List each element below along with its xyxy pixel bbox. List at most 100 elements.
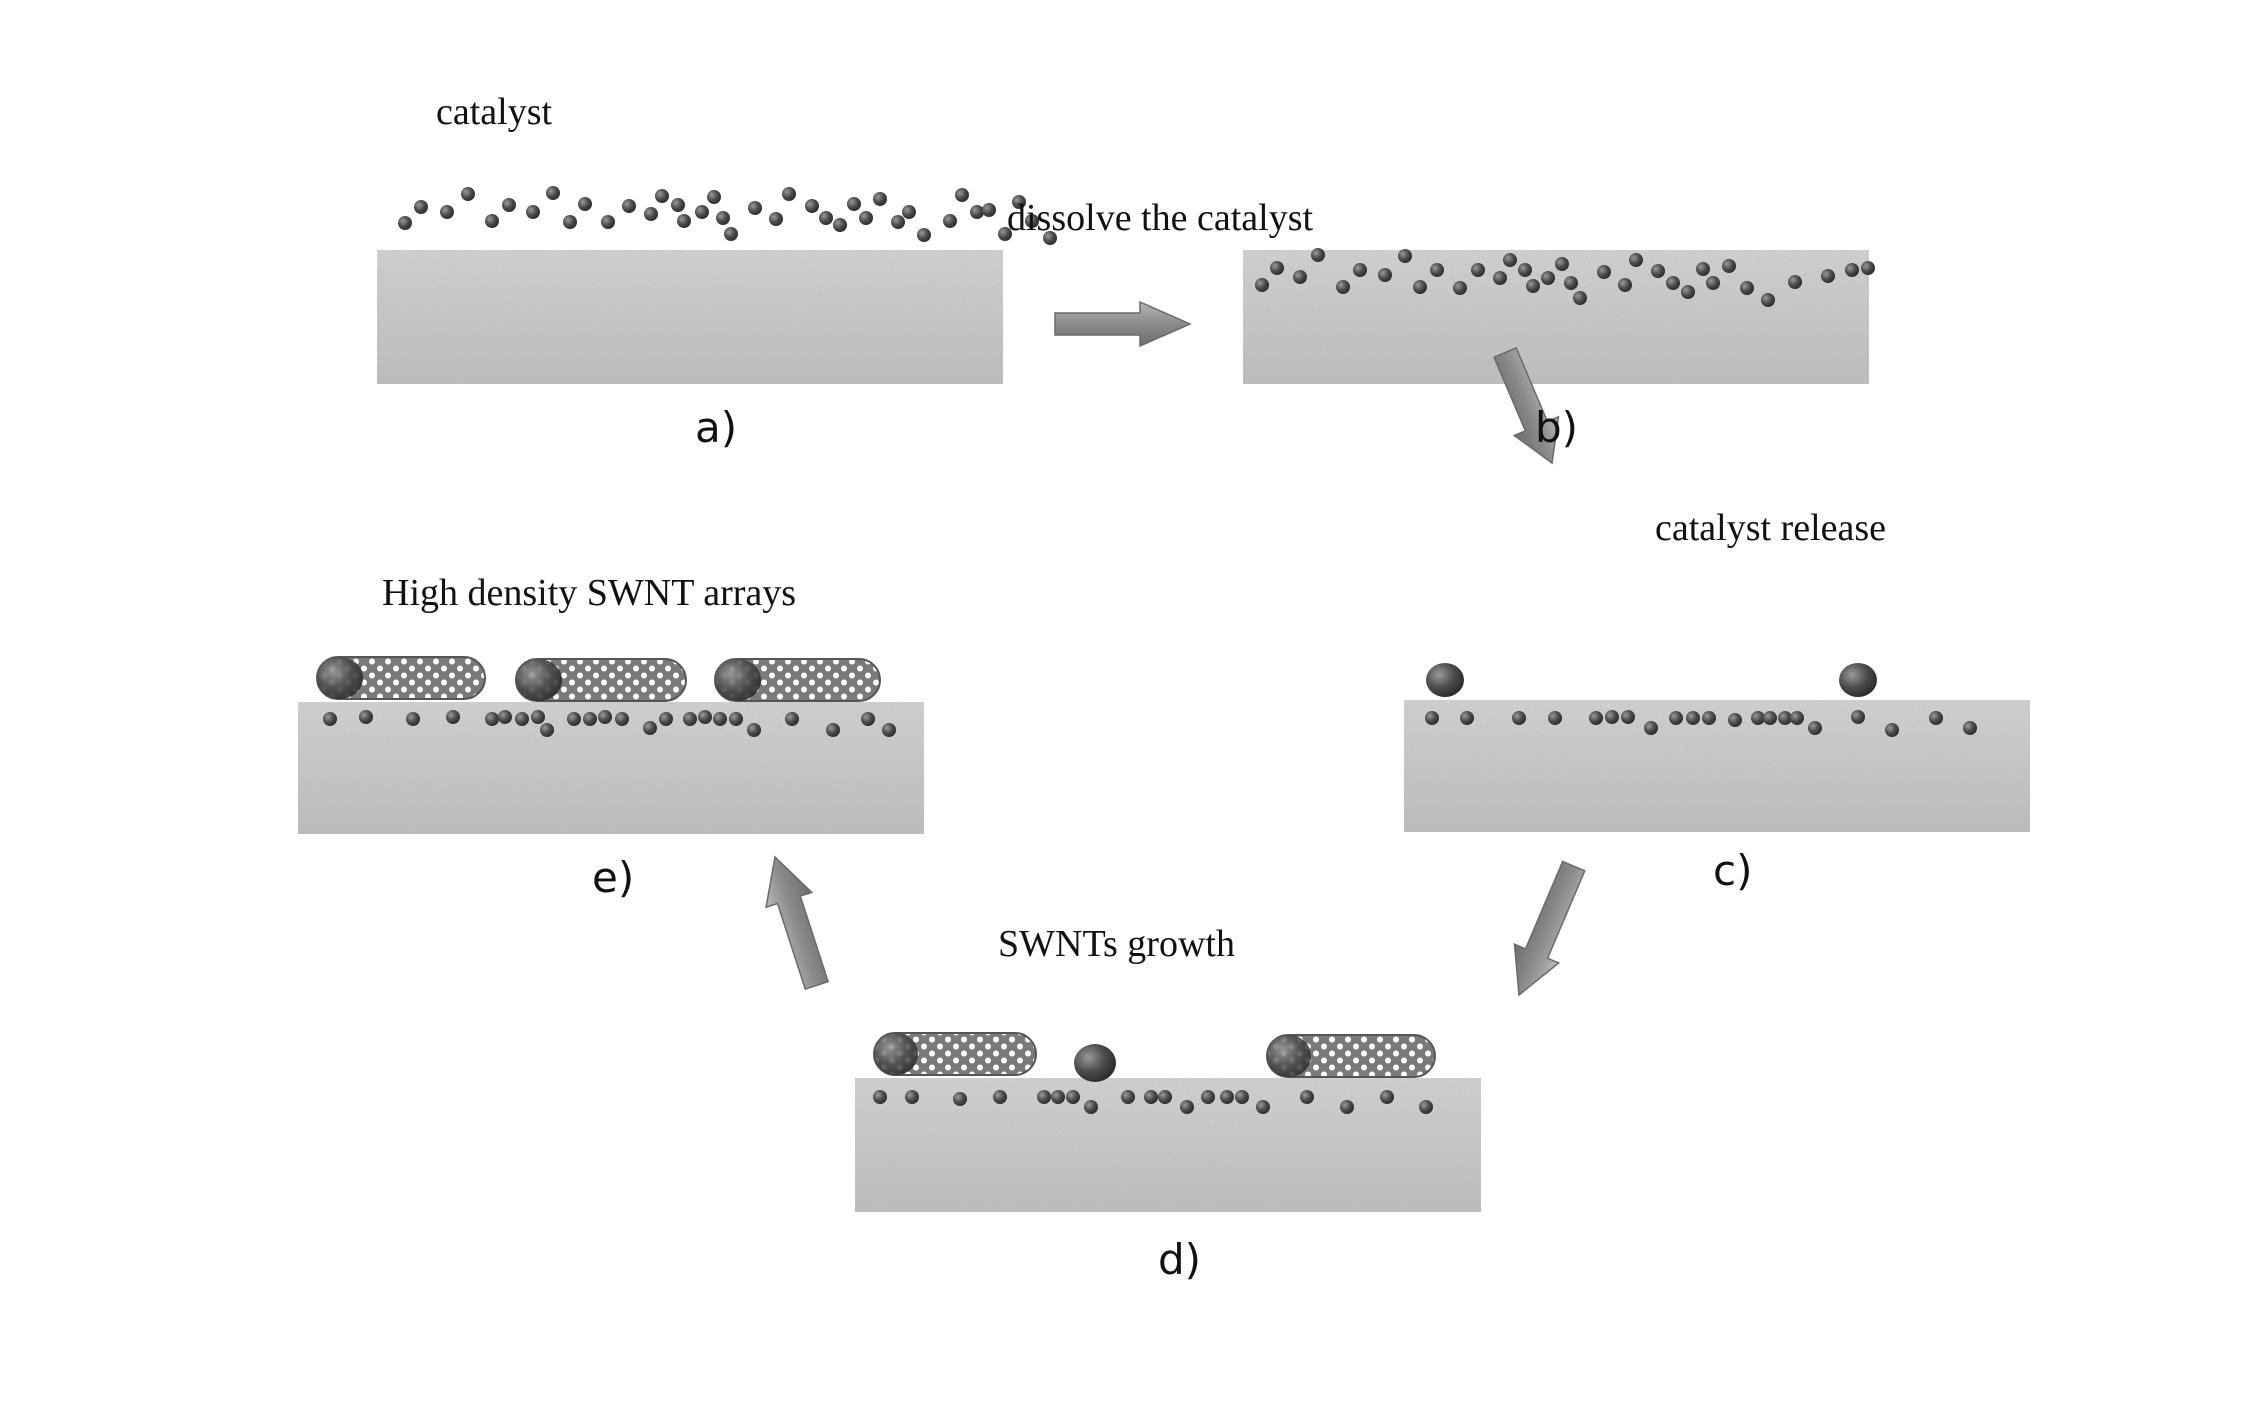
label-arrays: High density SWNT arrays [382, 572, 796, 614]
catalyst-particle [891, 215, 905, 229]
catalyst-particle [917, 228, 931, 242]
catalyst-particle [1311, 248, 1325, 262]
catalyst-particle [1518, 263, 1532, 277]
catalyst-particle [498, 710, 512, 724]
catalyst-particle [955, 188, 969, 202]
catalyst-particle [905, 1090, 919, 1104]
catalyst-particle [1255, 278, 1269, 292]
catalyst-particle [1180, 1100, 1194, 1114]
catalyst-particle [1763, 711, 1777, 725]
released-catalyst-particle [1426, 663, 1464, 697]
catalyst-particle [643, 721, 657, 735]
arrow-c-to-d [1497, 857, 1596, 1005]
catalyst-particle [1051, 1090, 1065, 1104]
nanotube [317, 657, 485, 699]
catalyst-particle [873, 192, 887, 206]
catalyst-particle [993, 1090, 1007, 1104]
catalyst-particle [707, 190, 721, 204]
catalyst-particle [1861, 261, 1875, 275]
catalyst-particle [1121, 1090, 1135, 1104]
catalyst-particle [659, 712, 673, 726]
catalyst-particle [1629, 253, 1643, 267]
catalyst-particle [440, 205, 454, 219]
panel-label-c: c) [1713, 846, 1752, 895]
catalyst-particle [861, 712, 875, 726]
released-catalyst-particle [1839, 663, 1877, 697]
catalyst-particle [1235, 1090, 1249, 1104]
catalyst-particle [713, 712, 727, 726]
catalyst-particle [601, 215, 615, 229]
catalyst-particle [982, 203, 996, 217]
catalyst-particle [953, 1092, 967, 1106]
label-growth: SWNTs growth [998, 923, 1235, 965]
catalyst-particle [1084, 1100, 1098, 1114]
catalyst-particle [1696, 262, 1710, 276]
catalyst-particle [1669, 711, 1683, 725]
catalyst-particle [414, 200, 428, 214]
catalyst-particle [1597, 265, 1611, 279]
catalyst-particle [1336, 280, 1350, 294]
catalyst-particle [1845, 263, 1859, 277]
catalyst-particle [1066, 1090, 1080, 1104]
catalyst-particle [567, 712, 581, 726]
catalyst-particle [531, 710, 545, 724]
catalyst-particle [563, 215, 577, 229]
catalyst-particle [1493, 271, 1507, 285]
catalyst-particle [1460, 711, 1474, 725]
catalyst-particle [644, 207, 658, 221]
catalyst-particle [695, 205, 709, 219]
catalyst-particle [615, 712, 629, 726]
panel-label-e: e) [592, 853, 634, 902]
catalyst-particle [1929, 711, 1943, 725]
catalyst-particle [943, 214, 957, 228]
catalyst-particle [1618, 278, 1632, 292]
catalyst-particle [1722, 259, 1736, 273]
catalyst-particle [578, 197, 592, 211]
catalyst-particle [970, 205, 984, 219]
catalyst-particle [698, 710, 712, 724]
catalyst-particle [873, 1090, 887, 1104]
panel-label-d: d) [1158, 1235, 1201, 1284]
catalyst-particle [1503, 253, 1517, 267]
catalyst-particle [1419, 1100, 1433, 1114]
catalyst-particle [1651, 264, 1665, 278]
catalyst-particle [1512, 711, 1526, 725]
nanotube [1267, 1035, 1435, 1077]
panel-label-b: b) [1535, 403, 1578, 452]
arrow-a-to-b [1055, 302, 1190, 346]
catalyst-particle [1548, 711, 1562, 725]
catalyst-particle [1706, 276, 1720, 290]
catalyst-particle [677, 214, 691, 228]
released-catalyst-particle [1074, 1044, 1116, 1082]
catalyst-particle [583, 712, 597, 726]
catalyst-particle [1555, 257, 1569, 271]
catalyst-particle [359, 710, 373, 724]
catalyst-particle [598, 710, 612, 724]
catalyst-particle [683, 712, 697, 726]
catalyst-particle [1681, 285, 1695, 299]
catalyst-particle [1761, 293, 1775, 307]
panel-label-a: a) [695, 403, 737, 452]
catalyst-particle [1605, 710, 1619, 724]
catalyst-particle [1526, 279, 1540, 293]
catalyst-particle [485, 712, 499, 726]
catalyst-particle [1300, 1090, 1314, 1104]
substrate-e [298, 702, 924, 834]
catalyst-particle [526, 205, 540, 219]
catalyst-particle [1564, 276, 1578, 290]
catalyst-particle [398, 216, 412, 230]
substrate-a [377, 250, 1003, 384]
catalyst-particle [485, 214, 499, 228]
catalyst-particle [902, 205, 916, 219]
catalyst-particle [1471, 263, 1485, 277]
catalyst-particle [1453, 281, 1467, 295]
catalyst-particle [1702, 711, 1716, 725]
catalyst-particle [1353, 263, 1367, 277]
catalyst-particle [1666, 276, 1680, 290]
catalyst-particle [748, 201, 762, 215]
catalyst-particle [1144, 1090, 1158, 1104]
nanotube [516, 659, 686, 701]
catalyst-particle [461, 187, 475, 201]
catalyst-particle [1541, 271, 1555, 285]
catalyst-particle [724, 227, 738, 241]
